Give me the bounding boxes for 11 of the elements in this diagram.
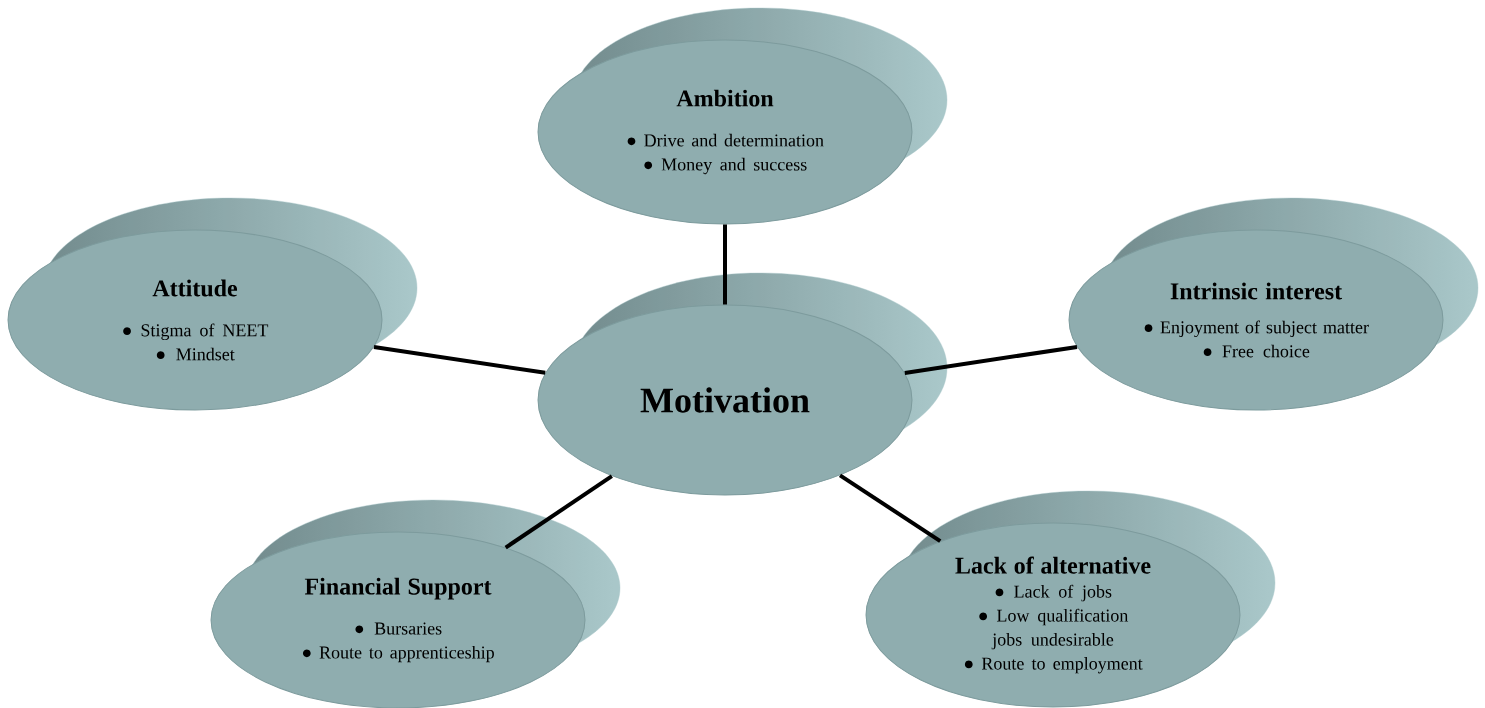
- connector-line: [373, 345, 546, 375]
- connector-line: [504, 474, 613, 550]
- connector-line: [723, 224, 727, 305]
- cylinder-node: Financial Support ● Bursaries ● Route to apprenticeship: [210, 499, 621, 708]
- connector-line: [904, 344, 1078, 375]
- connector-line: [838, 473, 942, 543]
- cylinder-node: Ambition ● Drive and determination ● Money and success: [537, 7, 948, 225]
- cylinder-node: Intrinsic interest ● Enjoyment of subject matter ● Free choice: [1068, 197, 1479, 411]
- cylinder-node: Attitude ● Stigma of NEET ● Mindset: [7, 197, 418, 411]
- cylinder-node: Lack of alternative ● Lack of jobs ● Low qualification jobs undesirable ● Route to employment: [865, 490, 1276, 708]
- cylinder-node: Motivation: [537, 272, 948, 496]
